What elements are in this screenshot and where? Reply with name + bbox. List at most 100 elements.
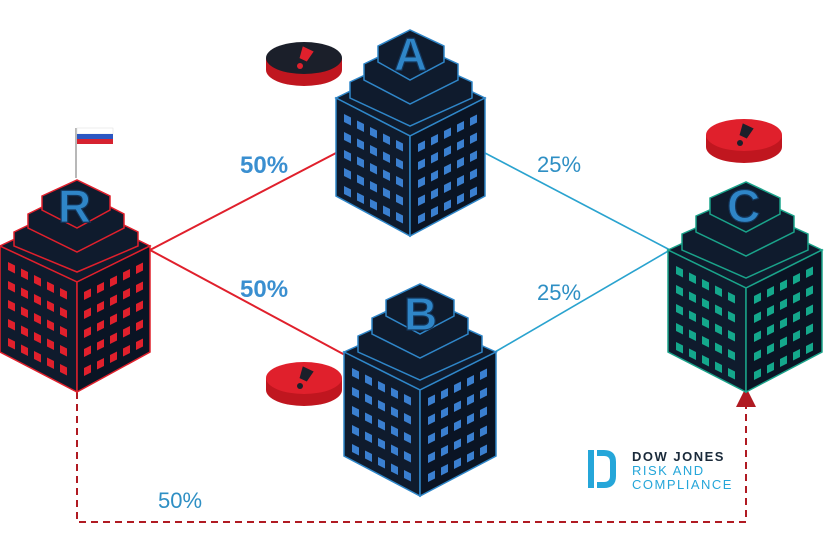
edge-r-a [149,152,337,251]
building-window [702,336,709,348]
building-window [136,262,143,274]
building-window [378,400,385,412]
building-window [441,407,448,419]
building-window [754,292,761,304]
edge-r-c-label: 50% [158,488,202,513]
building-window [136,300,143,312]
building-window [34,294,41,306]
building-window [780,336,787,348]
building-window [8,319,15,331]
building-window [793,273,800,285]
building-window [378,419,385,431]
building-window [21,287,28,299]
building-window [110,275,117,287]
building-window [702,298,709,310]
building-window [728,330,735,342]
building-window [689,329,696,341]
building-window [84,307,91,319]
building-window [21,325,28,337]
building-window [428,451,435,463]
building-window [457,157,464,169]
building-window [467,413,474,425]
building-window [689,310,696,322]
building-window [806,304,813,316]
building-window [365,374,372,386]
building-window [470,150,477,162]
building-window [357,138,364,150]
edge-a-c-label: 25% [537,152,581,177]
building-window [383,187,390,199]
building-window [780,279,787,291]
building-window [480,425,487,437]
building-window [396,176,403,188]
building-window [396,140,403,152]
building-window [431,170,438,182]
building-window [21,344,28,356]
edge-b-c-label: 25% [537,280,581,305]
building-window [702,279,709,291]
building-window [84,345,91,357]
building-window [378,457,385,469]
building-window [418,176,425,188]
building-window [806,266,813,278]
logo-line-3: COMPLIANCE [632,477,733,492]
building-window [454,400,461,412]
building-window [431,152,438,164]
building-window [97,320,104,332]
building-window [404,470,411,482]
building-window [431,134,438,146]
building-window [47,281,54,293]
building-window [370,163,377,175]
building-window [344,150,351,162]
building-window [34,351,41,363]
building-window [754,349,761,361]
building-window [676,285,683,297]
edge-r-b [149,249,346,356]
edge-r-c-dashed [76,387,756,523]
building-window [357,120,364,132]
building-window [123,326,130,338]
building-window [391,463,398,475]
building-window [391,444,398,456]
alert-icon [266,362,342,406]
building-window [480,406,487,418]
building-window [467,451,474,463]
building-window [8,300,15,312]
building-window [728,311,735,323]
building-window [767,362,774,374]
building-window [428,394,435,406]
building-window [467,394,474,406]
building-window [110,351,117,363]
building-window [136,319,143,331]
building-window [728,368,735,380]
building-a-label: A [394,28,427,80]
building-window [136,281,143,293]
building-window [396,212,403,224]
building-window [352,406,359,418]
building-window [404,451,411,463]
building-window [470,186,477,198]
alert-icon [266,42,342,86]
building-window [34,332,41,344]
building-window [136,338,143,350]
building-window [444,181,451,193]
building-window [357,174,364,186]
building-window [344,186,351,198]
building-window [60,307,67,319]
building-window [365,393,372,405]
building-window [441,388,448,400]
building-window [480,387,487,399]
dj-logo-icon [588,450,616,488]
building-window [396,194,403,206]
building-window [352,387,359,399]
building-r-label: R [58,180,91,232]
building-window [441,464,448,476]
building-window [728,349,735,361]
building-window [383,133,390,145]
building-window [404,413,411,425]
building-window [780,317,787,329]
building-window [444,145,451,157]
building-window [457,139,464,151]
building-window [470,132,477,144]
